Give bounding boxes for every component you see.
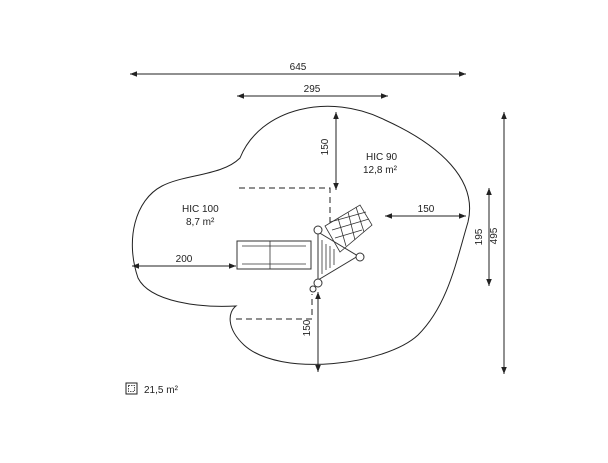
dim-label-overall-width: 645 bbox=[290, 62, 307, 73]
post bbox=[355, 252, 365, 262]
zone-divider-upper bbox=[239, 187, 331, 226]
post bbox=[313, 225, 323, 235]
dim-label-right-depth: 150 bbox=[418, 204, 435, 215]
zone-hic90-area: 12,8 m² bbox=[363, 165, 398, 176]
dim-label-bottom-depth: 150 bbox=[302, 319, 313, 336]
zone-hic100-label: HIC 100 bbox=[182, 204, 219, 215]
dim-label-upper-width: 295 bbox=[304, 84, 321, 95]
legend-total-area: 21,5 m² bbox=[144, 385, 179, 396]
safety-zone-outline bbox=[131, 105, 470, 365]
zone-divider-lower bbox=[236, 294, 313, 320]
dim-label-right-height-small: 195 bbox=[474, 228, 485, 245]
climbing-net bbox=[324, 204, 373, 253]
post bbox=[313, 278, 323, 288]
post bbox=[309, 285, 317, 293]
slide bbox=[236, 240, 312, 270]
dim-label-top-depth: 150 bbox=[320, 138, 331, 155]
area-icon bbox=[125, 382, 138, 395]
zone-hic100-area: 8,7 m² bbox=[186, 217, 215, 228]
dim-label-left-depth: 200 bbox=[176, 254, 193, 265]
platform bbox=[317, 231, 359, 281]
dim-label-right-height-total: 495 bbox=[489, 227, 500, 244]
zone-hic90-label: HIC 90 bbox=[366, 152, 398, 163]
